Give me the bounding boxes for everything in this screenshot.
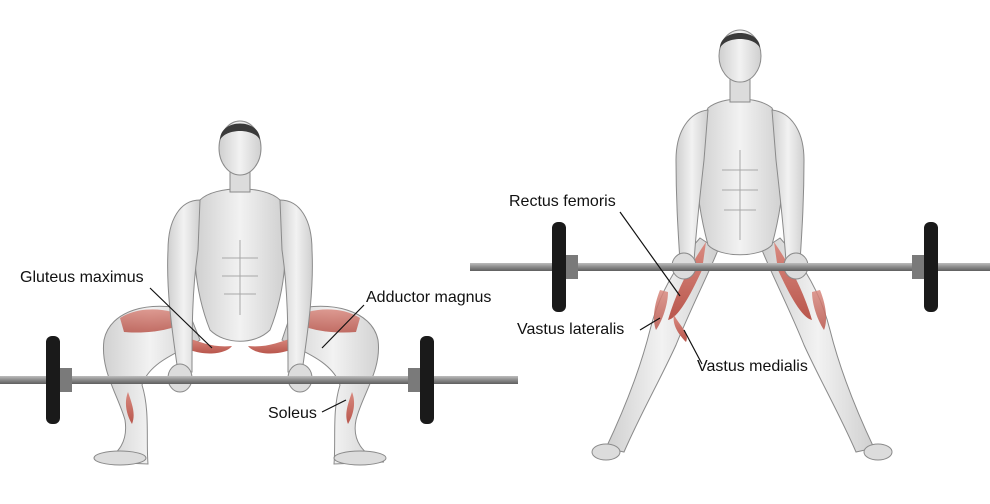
left-figure-soleus-left xyxy=(125,392,134,424)
left-barbell-collar-left xyxy=(60,368,72,392)
left-figure-right-foot xyxy=(333,450,387,466)
left-barbell xyxy=(0,336,518,424)
left-figure-soleus-right xyxy=(346,392,355,424)
left-figure-abs xyxy=(222,240,258,315)
left-barbell-plate-left xyxy=(46,336,60,424)
right-barbell-plate-left xyxy=(552,222,566,312)
leader-adductor-magnus xyxy=(321,304,365,349)
leader-vastus-lateralis xyxy=(639,317,661,331)
left-barbell-bar xyxy=(0,376,518,384)
right-figure-left-foot xyxy=(591,443,621,461)
label-adductor-magnus: Adductor magnus xyxy=(366,289,492,306)
right-figure-vastus-medialis-left xyxy=(673,315,687,342)
left-figure-glute-right xyxy=(248,338,292,354)
label-vastus-medialis: Vastus medialis xyxy=(697,358,808,375)
right-barbell-collar-right xyxy=(912,255,924,279)
right-barbell-bar xyxy=(470,263,990,271)
leader-vastus-medialis xyxy=(683,329,703,365)
left-figure-hair xyxy=(220,123,260,140)
right-figure-rectus-femoris-left xyxy=(668,242,706,320)
right-figure-vastus-right xyxy=(812,290,827,330)
right-figure-right-arm xyxy=(771,109,805,263)
left-barbell-plate-right xyxy=(420,336,434,424)
right-barbell xyxy=(470,222,990,312)
leader-gluteus-maximus xyxy=(149,287,213,349)
right-barbell-plate-right xyxy=(924,222,938,312)
label-gluteus-maximus: Gluteus maximus xyxy=(20,269,144,286)
right-figure-abs xyxy=(722,150,758,240)
label-rectus-femoris: Rectus femoris xyxy=(509,193,616,210)
leader-rectus-femoris xyxy=(619,211,681,297)
left-figure-left-foot xyxy=(93,450,147,466)
leader-soleus xyxy=(321,399,347,413)
left-barbell-collar-right xyxy=(408,368,420,392)
right-figure-right-foot xyxy=(863,443,893,461)
left-figure xyxy=(93,120,387,466)
left-figure-head xyxy=(218,120,262,176)
left-figure-right-arm xyxy=(279,199,313,373)
leader-lines xyxy=(149,211,703,413)
right-figure-hair xyxy=(720,33,760,48)
right-figure-left-arm xyxy=(675,109,709,263)
right-figure-quads-right xyxy=(774,242,812,320)
label-vastus-lateralis: Vastus lateralis xyxy=(517,321,625,338)
right-figure xyxy=(591,29,893,461)
right-barbell-collar-left xyxy=(566,255,578,279)
right-figure-head xyxy=(718,29,762,83)
label-soleus: Soleus xyxy=(268,405,317,422)
